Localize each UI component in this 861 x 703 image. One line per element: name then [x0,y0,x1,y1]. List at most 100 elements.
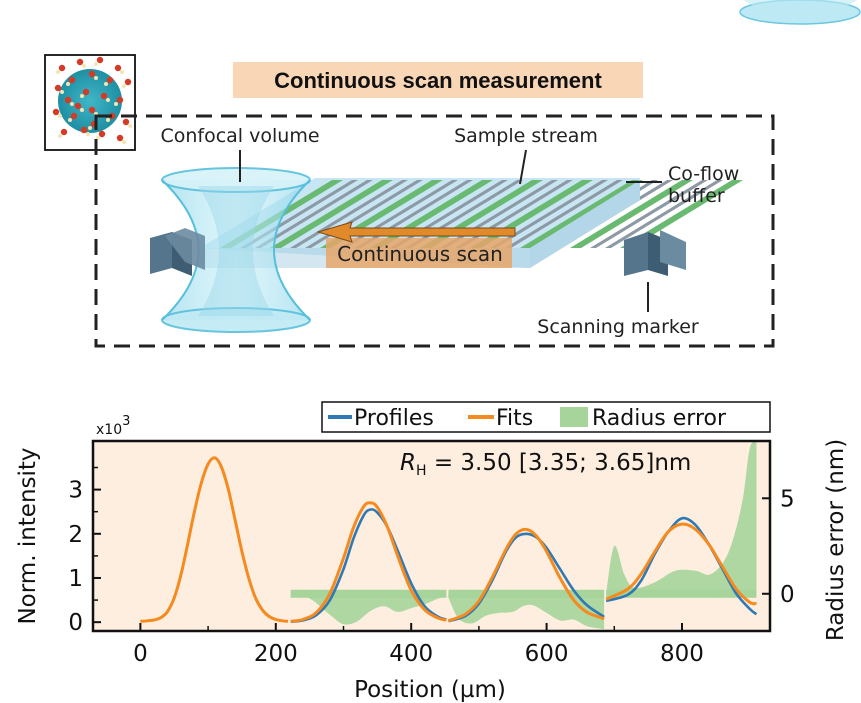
np-ligand-tail [114,102,118,106]
radius-error-band-3 [606,589,757,598]
marker-label: Scanning marker [537,316,699,338]
profile-line-1 [290,508,447,623]
np-ligand-tail [94,62,98,66]
np-ligand-dot [76,58,84,66]
profile-line-2 [448,532,605,623]
np-ligand-dot [88,106,96,114]
np-ligand-dot [80,126,88,134]
np-ligand-tail [58,134,62,138]
radius-error-area-3 [606,441,757,594]
fit-line-0 [140,456,289,623]
np-ligand-tail [82,64,86,68]
coflow-label-line2: buffer [668,185,725,207]
title-background [233,62,643,98]
y2-tick-label: 0 [780,582,795,608]
schematic-title: Continuous scan measurement [233,62,643,98]
sample-stream-label: Sample stream [454,125,598,147]
np-ligand-dot [116,134,124,142]
np-ligand-dot [98,130,106,138]
np-ligand-dot [116,96,124,104]
y-axis-label: Norm. intensity [15,447,41,624]
legend-profiles: Profiles [354,406,434,431]
nanoparticle-inset [44,54,136,151]
scan-arrow: Continuous scan [316,221,516,268]
plot-frame [91,439,772,633]
np-ligand-dot [114,64,122,72]
np-ligand-tail [122,140,126,144]
channel-stripe [290,180,408,248]
fit-line-3 [605,522,757,606]
y2-tick-label: 5 [780,486,795,512]
np-ligand-dot [88,70,96,78]
channel-stripe [490,180,608,248]
np-ligand-tail [60,90,64,94]
fit-line-2 [447,527,605,623]
np-ligand-tail [68,118,72,122]
channel-stripe [520,180,643,248]
scan-label-background [326,238,512,268]
np-ligand-tail [122,84,126,88]
channel-stripe [255,180,373,248]
np-ligand-tail [106,98,110,102]
legend-error-swatch [560,407,588,427]
y-multiplier: x103 [96,414,130,438]
channel-stripe [570,180,693,248]
np-ligand-dot [52,108,60,116]
np-ligand-dot [68,76,76,84]
np-ligand-tail [94,76,98,80]
np-ligand-dot [122,118,130,126]
legend-fits: Fits [496,406,533,431]
legend-error: Radius error [592,406,727,431]
scan-label: Continuous scan [337,242,503,266]
np-ligand-dot [64,96,72,104]
legend: Profiles Fits Radius error [321,401,771,433]
np-ligand-dot [100,92,108,100]
np-ligand-dot [124,78,132,86]
np-ligand-tail [70,102,74,106]
np-ligand-tail [58,114,62,118]
x-axis-label: Position (µm) [354,677,506,703]
np-ligand-tail [80,108,84,112]
np-ligand-dot [106,76,114,84]
schematic-title-text: Continuous scan measurement [274,68,602,93]
confocal-volume-icon [161,167,311,333]
partial-cone-icon [739,0,861,25]
radius-error-area-2 [448,593,605,630]
np-ligand-tail [104,82,108,86]
np-ligand-tail [66,82,70,86]
left-marker-icon [150,228,205,276]
right-marker-icon [624,230,686,276]
y-tick-label: 3 [68,478,83,504]
np-ligand-dot [70,112,78,120]
profile-line-3 [605,516,758,616]
x-tick-label: 400 [389,641,433,667]
np-ligand-tail [128,124,132,128]
dashed-frame [94,114,775,348]
radius-error-band-1 [290,589,447,598]
coflow-label-line1: Co-flow [668,163,739,185]
y2-axis-label: Radius error (nm) [823,439,849,641]
rh-annotation: RH = 3.50 [3.35; 3.65]nm [400,450,691,479]
np-ligand-dot [74,102,82,110]
x-tick-label: 0 [133,641,148,667]
x-tick-label: 800 [660,641,704,667]
channel-stripe [590,180,708,248]
radius-error-band-2 [448,589,605,598]
channel-stripe [605,180,723,248]
x-tick-label: 600 [525,641,569,667]
channel-stripe [505,180,623,248]
fit-line-1 [290,501,447,623]
channel-stripe [620,180,743,248]
channel-stripe [270,180,393,248]
np-ligand-dot [96,56,104,64]
x-tick-label: 200 [254,641,298,667]
y-tick-label: 1 [68,566,83,592]
confocal-label: Confocal volume [160,125,319,147]
legend-box [321,401,771,433]
np-ligand-tail [106,118,110,122]
np-ligand-tail [88,126,92,130]
microfluidic-channel [200,178,743,268]
np-ligand-dot [54,84,62,92]
